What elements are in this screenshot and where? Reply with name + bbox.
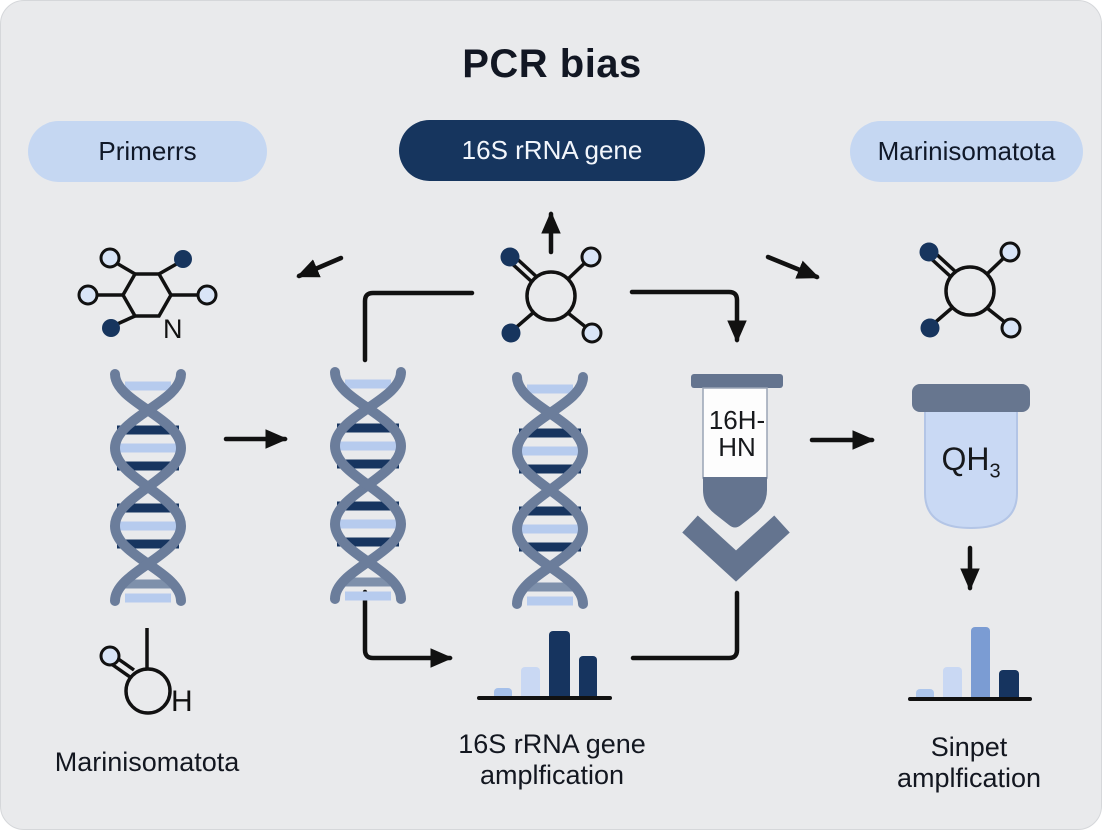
pill-16s-rrna-gene-label: 16S rRNA gene (461, 135, 643, 165)
caption-right-line2: amplfication (896, 763, 1042, 793)
dna-helix-left (115, 374, 181, 601)
reagent-jar (912, 384, 1030, 530)
mini-bar-chart-right (916, 627, 1019, 698)
tube-label-line2: HN (718, 432, 756, 462)
center-molecule (498, 245, 603, 345)
connector-helix-to-center-chart (362, 589, 453, 668)
caption-center-line1: 16S rRNA gene (458, 729, 646, 759)
arrow-to-marinisomatota (765, 254, 820, 280)
tube-label-line1: 16H- (708, 405, 766, 435)
caption-marinisomatota: Marinisomatota (54, 747, 240, 777)
page-title: PCR bias (462, 42, 642, 86)
chart-bar (916, 689, 934, 698)
hexagon-molecule: N (77, 247, 218, 344)
ketone-molecule: H (99, 628, 193, 718)
chart-bar (999, 670, 1019, 698)
centrifuge-tube (682, 374, 790, 582)
jar-label: QH3 (920, 441, 1022, 483)
pill-marinisomatota: Marinisomatota (850, 121, 1083, 182)
caption-center: 16S rRNA gene amplfication (402, 729, 702, 791)
center-chart-baseline (477, 696, 612, 700)
chart-bar (971, 627, 990, 698)
pill-primers-label: Primerrs (98, 136, 197, 166)
connector-molecule-to-helix (362, 290, 475, 363)
jar-label-base: QH (941, 441, 990, 477)
chart-bar (521, 667, 540, 697)
arrow-to-primers (296, 255, 344, 279)
right-chart-baseline (908, 697, 1032, 701)
h-atom-label: H (171, 685, 193, 718)
right-molecule (917, 240, 1022, 340)
dna-helix-middle (335, 372, 401, 599)
jar-label-sub: 3 (989, 460, 1001, 483)
pill-16s-rrna-gene: 16S rRNA gene (399, 120, 705, 181)
mini-bar-chart-center (494, 631, 597, 697)
n-atom-label: N (163, 314, 183, 344)
connector-molecule-to-tube (629, 289, 747, 343)
connector-tube-to-center-chart (630, 590, 740, 661)
caption-center-line2: amplfication (479, 760, 625, 790)
caption-right: Sinpet amplfication (848, 732, 1090, 794)
caption-right-line1: Sinpet (930, 732, 1008, 762)
pill-primers: Primerrs (28, 121, 267, 182)
tube-label: 16H- HN (701, 407, 773, 461)
dna-helix-center (517, 377, 583, 604)
chart-bar (549, 631, 570, 697)
chart-bar (579, 656, 597, 697)
chart-bar (494, 688, 512, 697)
pill-marinisomatota-label: Marinisomatota (877, 136, 1056, 166)
chart-bar (943, 667, 962, 698)
